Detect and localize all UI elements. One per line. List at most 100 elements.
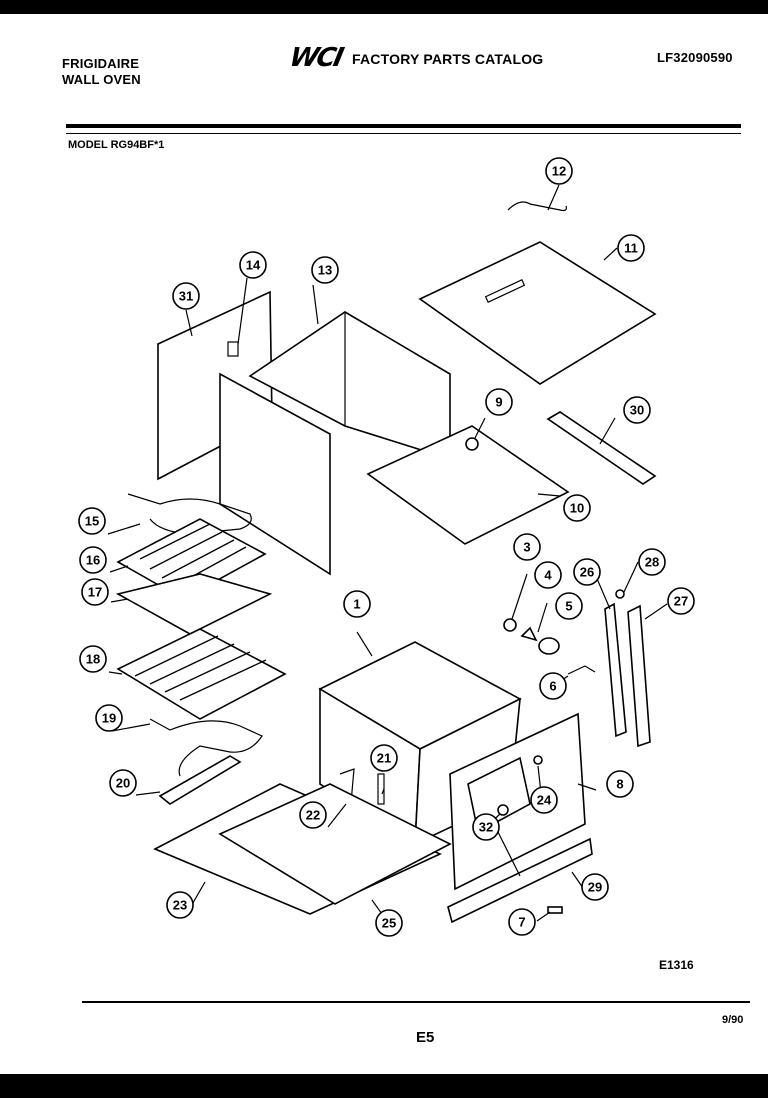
part-32-fitting [497,804,509,816]
callout-7: 7 [508,908,536,936]
catalog-title: FACTORY PARTS CATALOG [352,51,544,67]
svg-text:8: 8 [616,777,623,792]
callout-19: 19 [95,704,123,732]
svg-text:27: 27 [674,594,688,609]
svg-text:25: 25 [382,916,396,931]
footer-rule [82,1001,750,1003]
svg-text:12: 12 [552,164,566,179]
document-number: LF32090590 [657,50,733,65]
part-10-bottom-panel [366,425,570,545]
part-3-fitting [503,618,517,632]
part-14-bracket [227,341,239,357]
page-number: E5 [416,1029,435,1046]
svg-text:29: 29 [588,880,602,895]
callout-22: 22 [299,801,327,829]
figure-code: E1316 [659,958,694,972]
exploded-parts-diagram: 12 11 14 13 31 30 9 10 15 16 17 18 19 20… [78,157,695,937]
svg-text:15: 15 [85,514,99,529]
product-type: WALL OVEN [62,72,141,87]
callout-4: 4 [534,561,562,589]
svg-text:19: 19 [102,711,116,726]
part-11-top-panel [418,241,657,385]
callout-20: 20 [109,769,137,797]
callout-11: 11 [617,234,645,262]
callout-30: 30 [623,396,651,424]
callout-26: 26 [573,558,601,586]
part-27-side-trim [627,604,651,748]
callout-1: 1 [343,590,371,618]
part-28-screw [615,589,625,599]
svg-text:22: 22 [306,808,320,823]
part-12-wire [507,201,567,212]
callout-5: 5 [555,592,583,620]
svg-text:5: 5 [565,599,572,614]
model-label: MODEL RG94BF*1 [68,139,165,151]
callout-8: 8 [606,770,634,798]
svg-text:16: 16 [86,553,100,568]
callout-6: 6 [539,672,567,700]
catalog-date: 9/90 [722,1014,744,1026]
svg-text:24: 24 [537,793,552,808]
callout-17: 17 [81,578,109,606]
callout-27: 27 [667,587,695,615]
svg-text:31: 31 [179,289,193,304]
svg-text:7: 7 [518,915,525,930]
callout-9: 9 [485,388,513,416]
header-rule-thin [66,133,741,134]
svg-text:32: 32 [479,820,493,835]
svg-text:3: 3 [523,540,530,555]
callout-16: 16 [79,546,107,574]
svg-text:11: 11 [624,241,638,256]
callout-14: 14 [239,251,267,279]
part-20-element-bracket [158,755,242,805]
svg-text:9: 9 [495,395,502,410]
part-7-screw [547,906,563,914]
svg-text:26: 26 [580,565,594,580]
callout-18: 18 [79,645,107,673]
part-6-clip [567,665,596,675]
part-30-trim-strip [546,411,657,485]
part-18-rack-wires [134,635,267,701]
brand-name: FRIGIDAIRE [62,56,140,71]
svg-text:10: 10 [570,501,584,516]
part-5-fitting [538,637,560,655]
svg-text:14: 14 [246,258,261,273]
brand-block: FRIGIDAIRE WALL OVEN [62,56,141,88]
svg-text:21: 21 [377,751,391,766]
part-29-kick-panel [447,837,593,924]
svg-text:23: 23 [173,898,187,913]
part-26-side-trim [604,602,627,738]
callout-24: 24 [530,786,558,814]
part-13-side-panel [219,372,331,576]
svg-text:1: 1 [353,597,360,612]
svg-text:20: 20 [116,776,130,791]
callout-15: 15 [78,507,106,535]
svg-text:4: 4 [544,568,552,583]
callout-28: 28 [638,548,666,576]
svg-text:13: 13 [318,263,332,278]
header-rule-thick [66,124,741,128]
part-9-fitting [465,437,479,451]
svg-text:30: 30 [630,403,644,418]
callout-3: 3 [513,533,541,561]
part-11-slot [484,279,526,303]
part-25-floor-panel [218,783,452,905]
svg-text:18: 18 [86,652,100,667]
callout-32: 32 [472,813,500,841]
callout-13: 13 [311,256,339,284]
callout-29: 29 [581,873,609,901]
part-18-oven-rack [116,628,287,720]
callout-10: 10 [563,494,591,522]
part-4-fitting [520,626,538,642]
callout-31: 31 [172,282,200,310]
svg-text:6: 6 [549,679,556,694]
catalog-sheet: FRIGIDAIRE WALL OVEN WCI FACTORY PARTS C… [0,14,768,1074]
part-19-bake-element [149,718,263,777]
part-13-back-panel [248,311,451,461]
callout-23: 23 [166,891,194,919]
callout-25: 25 [375,909,403,937]
svg-text:28: 28 [645,555,659,570]
callout-21: 21 [370,744,398,772]
part-15-broil-element [127,493,252,535]
callout-12: 12 [545,157,573,185]
